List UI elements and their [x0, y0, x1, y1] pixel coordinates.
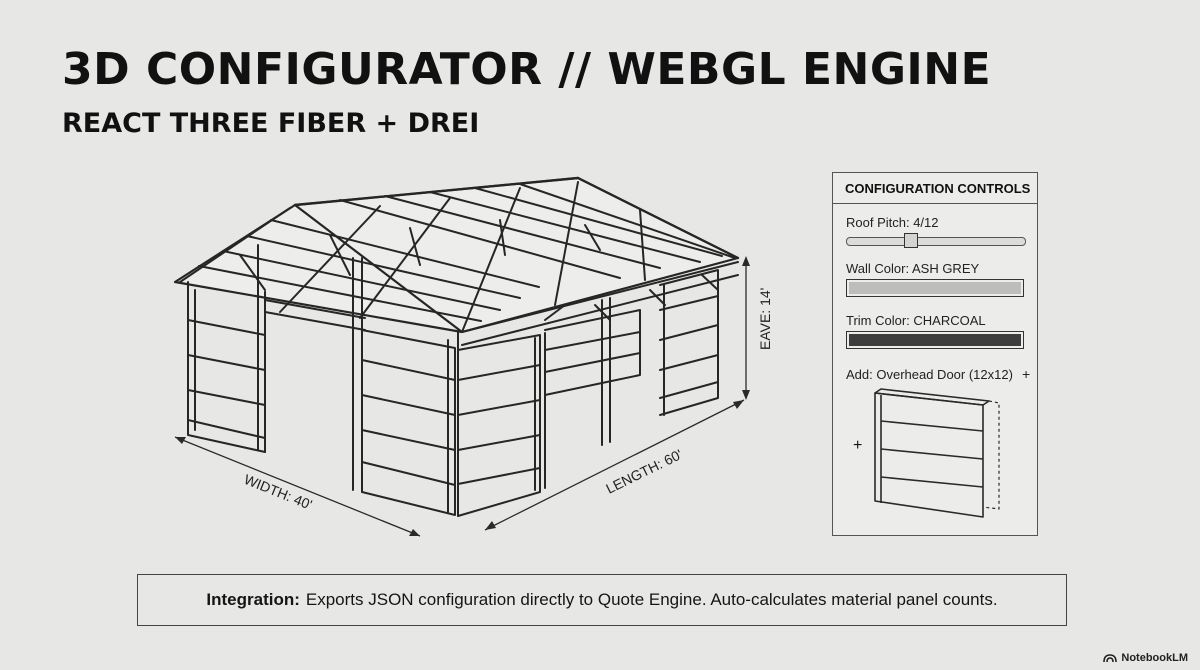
wall-color-label: Wall Color: ASH GREY	[846, 261, 980, 276]
eave-dimension-label: EAVE: 14'	[757, 288, 773, 350]
drop-plus-icon[interactable]: +	[853, 437, 863, 454]
add-door-label: Add: Overhead Door (12x12)	[846, 367, 1013, 382]
page-subtitle: REACT THREE FIBER + DREI	[62, 108, 480, 139]
integration-banner: Integration: Exports JSON configuration …	[137, 574, 1067, 626]
dimension-lines	[174, 256, 750, 537]
overhead-door-preview[interactable]	[847, 385, 1027, 525]
configuration-controls-panel: CONFIGURATION CONTROLS Roof Pitch: 4/12 …	[832, 172, 1038, 536]
roof-pitch-slider[interactable]	[846, 233, 1026, 248]
trim-color-fill	[849, 334, 1021, 346]
integration-label: Integration:	[206, 590, 300, 609]
integration-text: Exports JSON configuration directly to Q…	[305, 590, 998, 609]
roof-pitch-slider-thumb[interactable]	[904, 233, 918, 248]
pole-barn-frame	[173, 176, 740, 517]
door-drop-area[interactable]: +	[847, 385, 1027, 530]
trim-color-label: Trim Color: CHARCOAL	[846, 313, 986, 328]
trim-color-swatch[interactable]	[846, 331, 1024, 349]
building-viewport[interactable]: WIDTH: 40' LENGTH: 60' EAVE: 14'	[0, 0, 820, 560]
notebooklm-icon	[1103, 654, 1118, 663]
length-dimension-label: LENGTH: 60'	[603, 446, 684, 497]
add-door-row[interactable]: Add: Overhead Door (12x12) +	[846, 366, 1030, 382]
panel-title: CONFIGURATION CONTROLS	[833, 173, 1037, 204]
brand-name: NotebookLM	[1121, 652, 1188, 664]
roof-pitch-label: Roof Pitch: 4/12	[846, 215, 939, 230]
add-door-plus-icon[interactable]: +	[1021, 366, 1031, 382]
page-title: 3D CONFIGURATOR // WEBGL ENGINE	[62, 44, 992, 95]
wall-color-swatch[interactable]	[846, 279, 1024, 297]
wall-color-fill	[849, 282, 1021, 294]
brand-mark: NotebookLM	[1103, 652, 1188, 664]
width-dimension-label: WIDTH: 40'	[242, 471, 315, 513]
